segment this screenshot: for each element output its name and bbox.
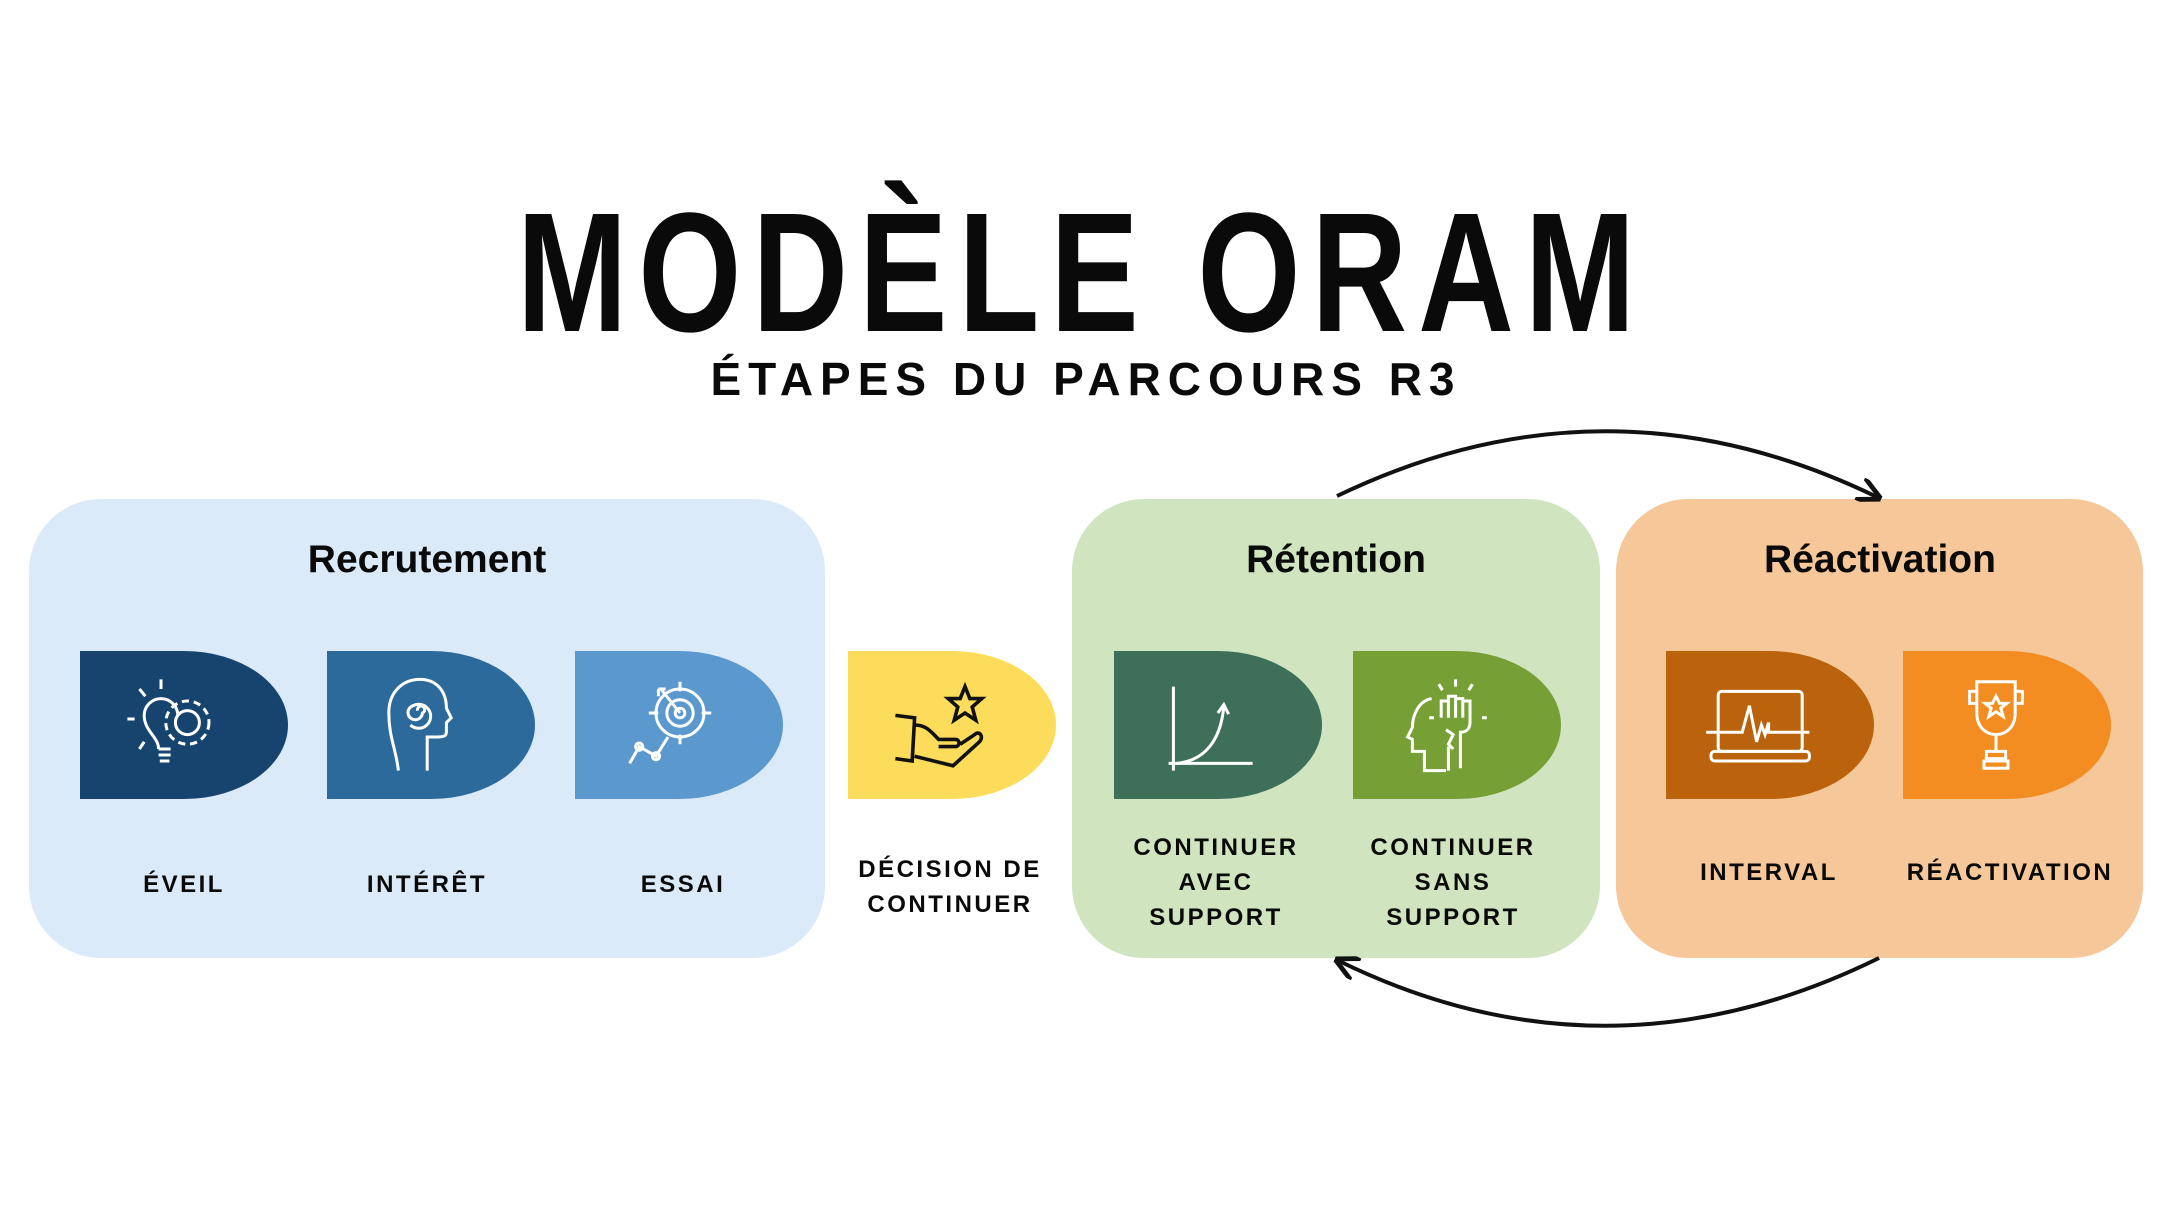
lightbulb-gear-icon: [127, 679, 211, 763]
hand-star-icon: [895, 681, 987, 768]
step-decision-de-continuer: [848, 651, 1056, 799]
label-line: SANS: [1414, 869, 1492, 896]
step-continuer-avec-support: [1114, 651, 1322, 799]
step-essai: [575, 651, 783, 799]
label-continuer-avec-support: CONTINUER AVEC SUPPORT: [1133, 830, 1298, 935]
step-eveil: [80, 651, 288, 799]
step-reactivation: [1903, 651, 2111, 799]
page-subtitle: ÉTAPES DU PARCOURS R3: [710, 353, 1462, 405]
label-reactivation: RÉACTIVATION: [1906, 859, 2114, 886]
arrow-retention-to-reactivation: [1336, 429, 1877, 497]
label-line: SUPPORT: [1149, 904, 1283, 931]
label-essai: ESSAI: [640, 871, 726, 898]
label-line: SUPPORT: [1386, 904, 1520, 931]
label-continuer-sans-support: CONTINUER SANS SUPPORT: [1370, 830, 1535, 935]
group-title-reactivation: Réactivation: [1764, 538, 1996, 581]
laptop-pulse-icon: [1706, 689, 1811, 763]
page-title: MODÈLE ORAM: [516, 178, 1647, 368]
label-line: CONTINUER: [1133, 834, 1299, 861]
step-interval: [1666, 651, 1874, 799]
label-line: CONTINUER: [1370, 834, 1536, 861]
label-line: DÉCISION DE: [858, 856, 1042, 883]
head-fist-icon: [1405, 679, 1487, 773]
arrow-reactivation-to-retention: [1339, 956, 1880, 1028]
label-line: AVEC: [1178, 869, 1254, 896]
step-interet: [327, 651, 535, 799]
label-interet: INTÉRÊT: [366, 871, 488, 898]
target-arrow-icon: [628, 681, 712, 765]
step-continuer-sans-support: [1353, 651, 1561, 799]
growth-chart-icon: [1168, 686, 1253, 771]
label-eveil: ÉVEIL: [143, 871, 225, 898]
group-title-retention: Rétention: [1246, 538, 1426, 581]
trophy-star-icon: [1968, 680, 2024, 770]
label-interval: INTERVAL: [1700, 859, 1838, 886]
label-decision-de-continuer: DÉCISION DE CONTINUER: [858, 852, 1042, 922]
group-title-recrutement: Recrutement: [307, 538, 547, 581]
label-line: CONTINUER: [867, 891, 1033, 918]
head-spiral-icon: [387, 677, 454, 771]
